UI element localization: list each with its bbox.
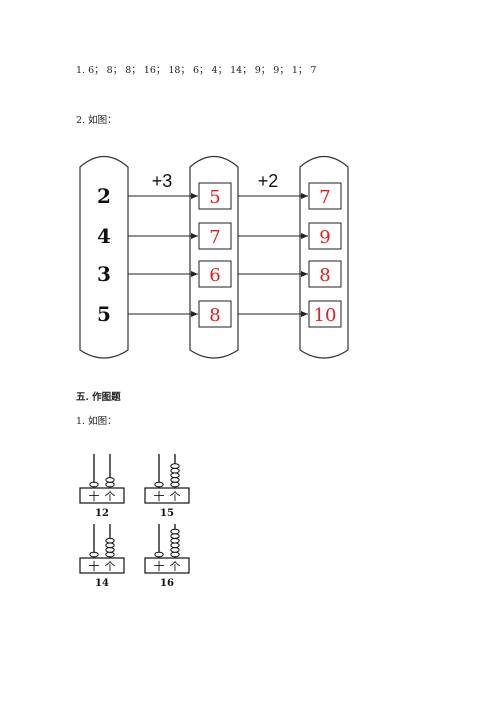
ones-bead [170,528,180,535]
ones-label: 个 [170,490,181,503]
output-box [308,260,342,288]
abacus: 十个 14 [79,524,125,589]
ones-bead [105,477,115,483]
abacus: 十个 15 [144,454,190,519]
section-5-title: 五. 作图题 [76,392,121,403]
ones-bead [105,537,115,544]
output-answer: 10 [314,305,337,326]
answer-line-3: 1. 如图： [76,416,117,427]
ones-bead [170,467,180,474]
tens-bead [154,551,164,558]
ones-bead [170,472,180,479]
middle-box [198,260,232,288]
abacus-base [79,557,125,574]
abacus-number: 15 [160,508,174,519]
ones-bead [170,537,180,544]
middle-answer: 7 [209,227,220,248]
output-answer: 7 [319,187,330,208]
input-column [79,155,129,359]
middle-answer: 5 [209,187,220,208]
tens-label: 十 [89,559,100,573]
middle-box [198,182,232,210]
middle-column [189,155,239,359]
abacus: 十个 16 [144,524,190,589]
ones-label: 个 [105,490,116,503]
ones-bead [105,551,115,558]
tens-bead [89,481,99,488]
middle-box [198,222,232,250]
ones-bead [170,542,180,549]
ones-bead [105,547,115,553]
input-number: 4 [97,224,111,248]
tens-label: 十 [154,489,165,503]
abacus-number: 12 [95,508,109,519]
ones-label: 个 [105,560,116,573]
output-box [308,222,342,250]
answer-line-2: 2. 如图： [76,115,117,126]
middle-answer: 6 [209,265,220,286]
ones-bead [170,477,180,483]
output-answer: 9 [319,227,330,248]
op-label-1: +3 [152,171,173,191]
ones-bead [170,533,180,539]
abacus: 十个 12 [79,454,125,519]
middle-box [198,300,232,328]
ones-bead [170,481,180,488]
tens-bead [89,551,99,558]
tens-label: 十 [154,559,165,573]
tens-bead [154,481,164,488]
ones-bead [170,547,180,553]
ones-bead [105,481,115,488]
abacus-base [144,487,190,504]
middle-answer: 8 [209,305,220,326]
output-answer: 8 [319,265,330,286]
abacus-number: 16 [160,578,174,589]
answer-line-1: 1. 6； 8； 8； 16； 18； 6； 4； 14； 9； 9； 1； 7 [76,65,317,76]
input-number: 3 [97,262,111,286]
ones-label: 个 [170,560,181,573]
ones-bead [170,551,180,558]
input-number: 2 [97,184,111,208]
output-column [299,155,349,359]
abacus-number: 14 [95,578,109,589]
tens-label: 十 [89,489,100,503]
op-label-2: +2 [258,171,279,191]
abacus-base [144,557,190,574]
abacus-base [79,487,125,504]
output-box [308,300,342,328]
input-number: 5 [97,302,111,326]
ones-bead [170,463,180,469]
output-box [308,182,342,210]
ones-bead [105,542,115,549]
